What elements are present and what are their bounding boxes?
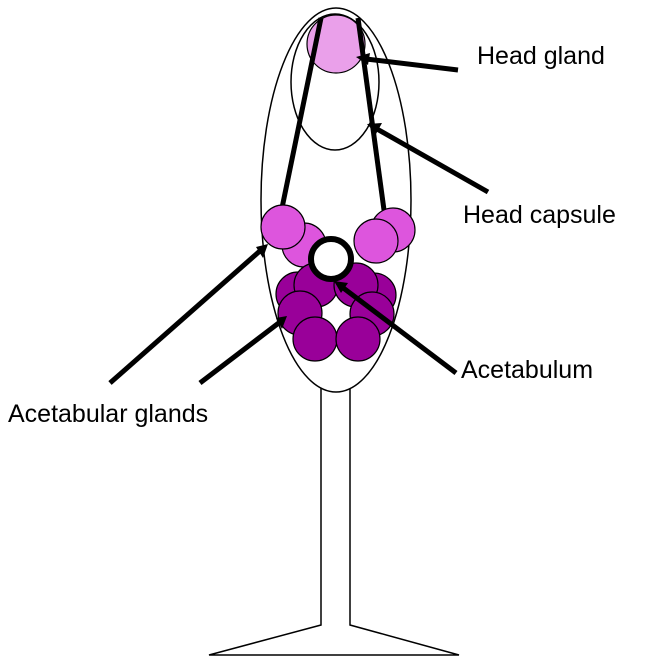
acetabular-gland <box>261 205 305 249</box>
head-capsule-label: Head capsule <box>463 201 616 229</box>
acetabular-gland <box>354 219 398 263</box>
acetabular-glands-label: Acetabular glands <box>8 400 208 428</box>
acetabular-glands-pointer-lower <box>200 322 280 383</box>
acetabular-gland <box>293 317 337 361</box>
acetabulum <box>311 239 351 279</box>
tail-outline <box>209 384 459 655</box>
acetabular-glands-pointer-upper <box>110 250 261 383</box>
acetabular-gland <box>336 317 380 361</box>
head-gland-label: Head gland <box>477 42 605 70</box>
acetabulum-label: Acetabulum <box>461 356 593 384</box>
